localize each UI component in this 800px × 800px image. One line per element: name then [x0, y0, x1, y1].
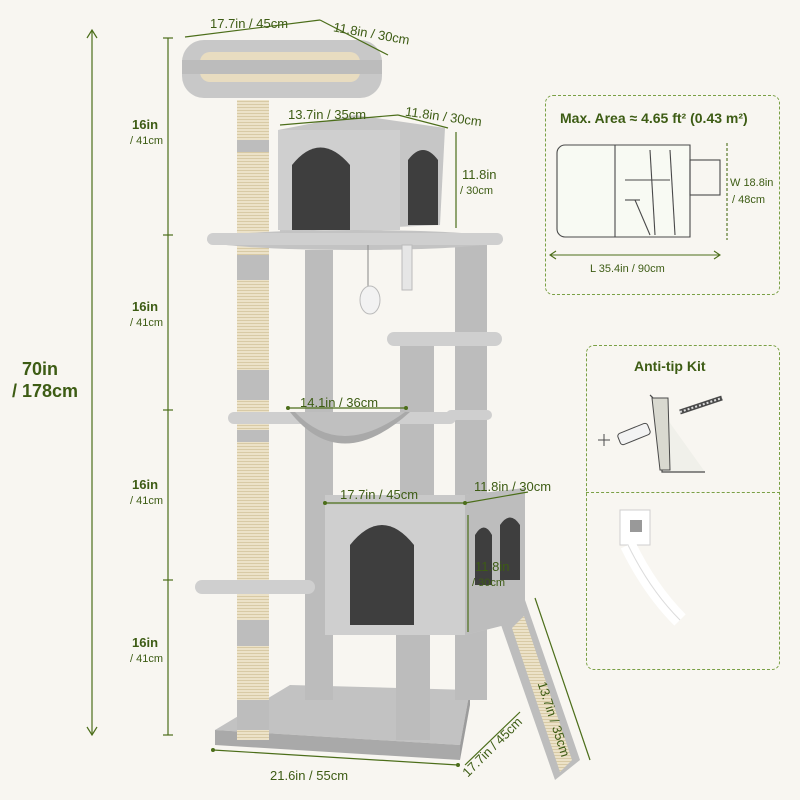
max-area-title: Max. Area ≈ 4.65 ft² (0.43 m²) — [560, 110, 748, 126]
upper-condo-height-imperial: 11.8in — [462, 167, 497, 182]
front-post — [396, 630, 430, 740]
overall-height-imperial: 70in — [22, 359, 59, 379]
footprint-dimension-lines — [549, 143, 728, 260]
base-width-label: 21.6in / 55cm — [270, 768, 349, 783]
upper-condo — [278, 115, 445, 232]
left-side-step — [195, 580, 315, 594]
tier-4-imperial: 16in — [132, 635, 159, 650]
tier-3-imperial: 16in — [132, 477, 159, 492]
footprint-length-label: L 35.4in / 90cm — [590, 263, 665, 275]
max-area-panel — [545, 95, 780, 295]
dimension-ticks — [211, 406, 467, 767]
lower-condo-height-metric: / 30cm — [472, 577, 506, 589]
tier-2-imperial: 16in — [132, 299, 159, 314]
anti-tip-panel-divider — [586, 492, 780, 493]
tier-1-metric: / 41cm — [130, 135, 164, 147]
footprint-width-metric: / 48cm — [732, 194, 766, 206]
anti-tip-kit-drawing — [598, 394, 723, 473]
tier-2-metric: / 41cm — [130, 317, 164, 329]
anti-tip-kit-panel — [586, 345, 780, 670]
anti-tip-strap-photo — [619, 509, 686, 626]
tier-4-metric: / 41cm — [130, 653, 164, 665]
top-platform-width-label: 17.7in / 45cm — [210, 16, 289, 31]
top-perch — [182, 40, 382, 98]
scratching-ramp — [500, 600, 580, 780]
tier-3-metric: / 41cm — [130, 495, 164, 507]
right-side-perch — [387, 332, 502, 346]
hammock — [228, 412, 456, 444]
anti-tip-kit-title: Anti-tip Kit — [634, 358, 706, 374]
lower-condo-height-imperial: 11.8in — [475, 559, 510, 574]
overall-height-metric: / 178cm — [12, 381, 79, 401]
lower-condo-depth-label: 11.8in / 30cm — [474, 479, 552, 494]
tier-1-imperial: 16in — [132, 117, 159, 132]
dimension-lines — [86, 19, 591, 766]
lower-condo-width-label: 17.7in / 45cm — [340, 487, 419, 502]
footprint-width-imperial: W 18.8in — [730, 177, 774, 189]
lower-condo — [325, 488, 525, 635]
upper-condo-width-label: 13.7in / 35cm — [288, 107, 367, 122]
floor-footprint-drawing — [556, 144, 721, 238]
hammock-width-label: 14.1in / 36cm — [300, 395, 379, 410]
right-step — [446, 410, 492, 420]
upper-condo-height-metric: / 30cm — [460, 185, 494, 197]
hanging-toys — [359, 244, 413, 315]
